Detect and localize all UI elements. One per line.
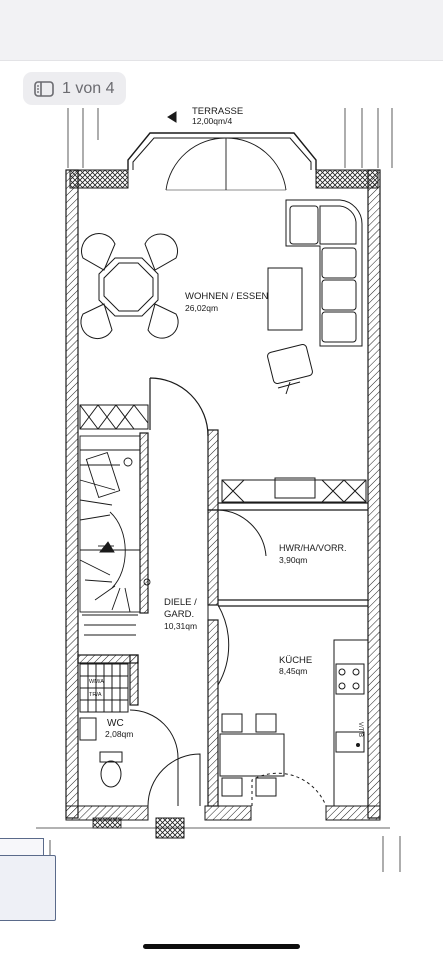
sidebar-page-icon [34,80,54,97]
hwr-area: 3,90qm [279,555,307,565]
sofa [267,199,363,347]
status-bar-area [0,0,443,58]
wohnen-area: 26,02qm [185,303,218,313]
hwr-label: HWR/HA/VORR. [279,543,347,553]
wohnen-label: WOHNEN / ESSEN [185,291,269,302]
wma-label: WM/A [89,679,104,685]
page-thumbnail-back [0,838,44,857]
page-indicator[interactable]: 1 von 4 [23,72,127,105]
diele-label-line1: DIELE / [164,597,197,608]
terrasse-label: TERRASSE [192,106,243,117]
kueche-area: 8,45qm [279,666,307,676]
wc-area: 2,08qm [105,729,133,739]
interior-walls [77,377,368,807]
armchair [267,343,313,395]
room-labels: TERRASSE 12,00qm/4 WOHNEN / ESSEN 26,02q… [89,106,363,739]
terrasse-area: 12,00qm/4 [192,116,232,126]
page-thumbnail[interactable] [0,855,56,921]
kitchen-fixtures [219,639,369,807]
entry-doors [147,509,267,807]
exterior-walls [65,169,381,839]
dining-table [80,233,179,340]
kueche-label: KÜCHE [279,655,312,666]
floor-plan: TERRASSE 12,00qm/4 WOHNEN / ESSEN 26,02q… [36,106,401,872]
staircase [79,435,151,636]
wc-fixtures [79,663,179,806]
tra-label: TR/A [89,692,102,698]
terrace-bay [127,111,317,191]
cabinets [79,404,367,503]
home-indicator[interactable] [143,944,300,949]
vtb-label: V/T/B [357,722,363,737]
page-indicator-label: 1 von 4 [62,79,115,97]
wc-label: WC [107,718,124,729]
diele-area: 10,31qm [164,621,197,631]
diele-label-line2: GARD. [164,609,194,620]
